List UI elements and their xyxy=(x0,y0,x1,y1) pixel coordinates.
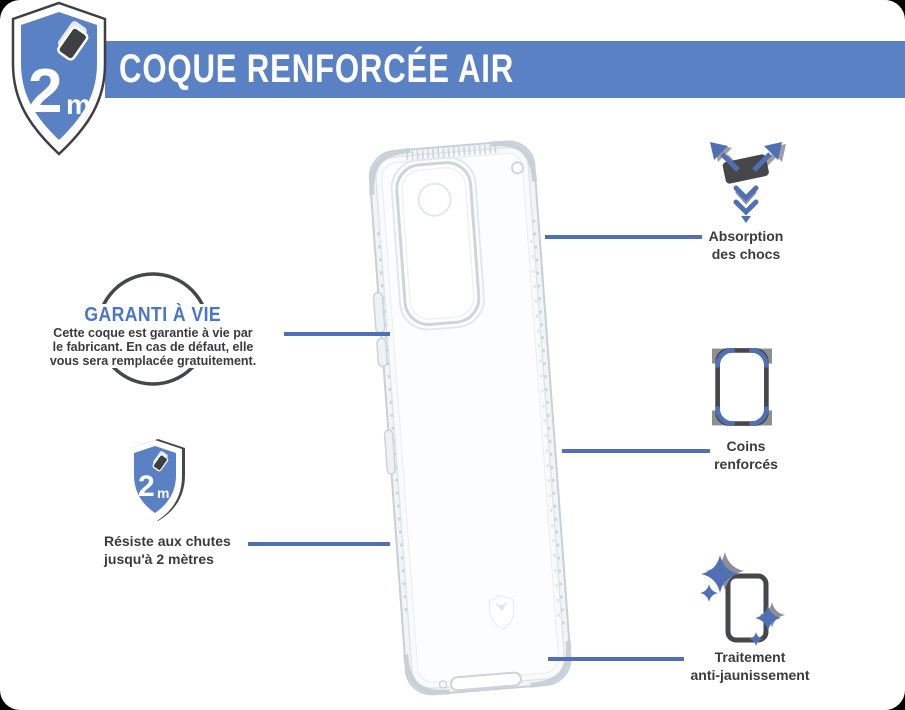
drop-resistance-label: Résiste aux chutes jusqu'à 2 mètres xyxy=(104,533,231,567)
shield-2m-badge-icon: 2 m xyxy=(11,1,107,156)
phone-case-image xyxy=(368,140,572,696)
connector-coating xyxy=(548,657,684,661)
sparkle-large xyxy=(701,555,739,593)
anti-yellowing-icon xyxy=(700,552,785,646)
badge-small-value: 2 xyxy=(138,470,155,503)
warranty-title: GARANTI À VIE xyxy=(30,304,276,327)
falling-phone-icon xyxy=(57,21,89,61)
shield-2m-small-icon: 2 m xyxy=(128,439,185,522)
badge-large-value: 2 xyxy=(28,57,62,126)
shock-absorption-icon xyxy=(710,142,786,223)
sparkle-small-right xyxy=(749,632,763,646)
falling-phone-small-icon xyxy=(152,451,169,472)
connector-warranty xyxy=(284,332,390,336)
anti-yellowing-label: Traitement anti-jaunissement xyxy=(690,649,810,683)
force-logo-icon xyxy=(488,594,515,630)
warranty-text: Cette coque est garantie à vie par le fa… xyxy=(20,326,286,368)
reinforced-corners-icon xyxy=(712,348,772,426)
sparkle-small-left xyxy=(700,584,718,602)
reinforced-corners-label: Coins renforcés xyxy=(714,438,778,472)
header-banner: COQUE RENFORCÉE AIR xyxy=(105,41,905,98)
page-title: COQUE RENFORCÉE AIR xyxy=(119,47,515,91)
connector-shock xyxy=(545,235,702,239)
sparkle-medium-right xyxy=(755,605,781,631)
badge-large-unit: m xyxy=(66,89,91,120)
badge-small-unit: m xyxy=(157,485,169,501)
connector-corners xyxy=(562,449,710,453)
shock-absorption-label: Absorption des chocs xyxy=(708,228,784,262)
connector-drop xyxy=(248,542,390,546)
